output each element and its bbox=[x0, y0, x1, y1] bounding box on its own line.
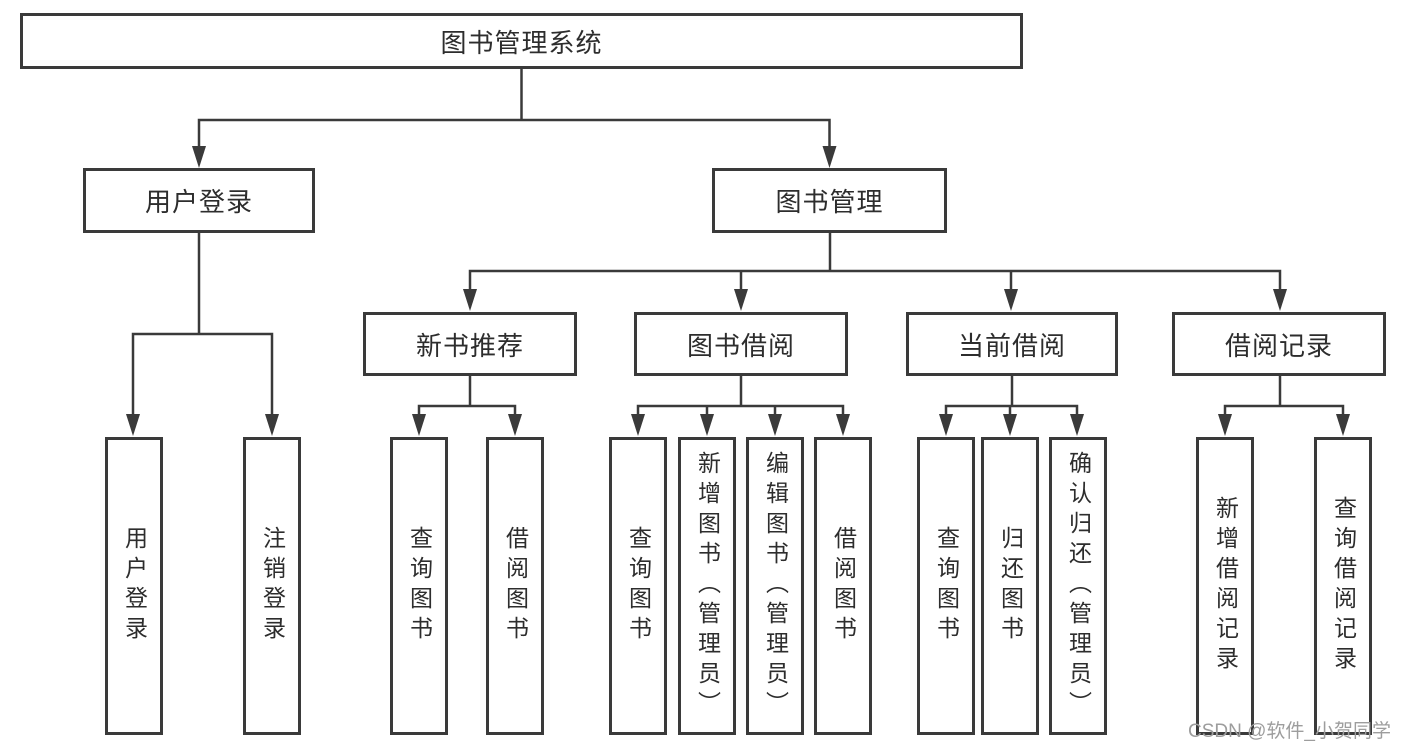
leaf-confirm-return-admin: 确认归还（管理员） bbox=[1049, 437, 1107, 735]
leaf-query-books-borrowing: 查询图书 bbox=[609, 437, 667, 735]
leaf-query-books-recommend: 查询图书 bbox=[390, 437, 448, 735]
leaf-label: 新增图书（管理员） bbox=[694, 451, 721, 721]
leaf-label: 查询借阅记录 bbox=[1330, 496, 1357, 676]
node-book-management: 图书管理 bbox=[712, 168, 947, 233]
node-label: 借阅记录 bbox=[1224, 330, 1333, 361]
node-label: 图书管理系统 bbox=[440, 27, 603, 58]
leaf-label: 查询图书 bbox=[406, 526, 433, 646]
leaf-query-books-current: 查询图书 bbox=[917, 437, 975, 735]
leaf-edit-book-admin: 编辑图书（管理员） bbox=[746, 437, 804, 735]
leaf-borrow-books-recommend: 借阅图书 bbox=[486, 437, 544, 735]
node-label: 用户登录 bbox=[144, 187, 253, 217]
leaf-label: 编辑图书（管理员） bbox=[762, 451, 789, 721]
leaf-borrow-books: 借阅图书 bbox=[814, 437, 872, 735]
leaf-label: 新增借阅记录 bbox=[1212, 496, 1239, 676]
node-library-management-system: 图书管理系统 bbox=[20, 13, 1023, 69]
leaf-query-borrow-record: 查询借阅记录 bbox=[1314, 437, 1372, 735]
node-current-borrowing: 当前借阅 bbox=[906, 312, 1118, 376]
leaf-label: 归还图书 bbox=[997, 526, 1024, 646]
node-label: 图书管理 bbox=[775, 187, 884, 217]
leaf-label: 用户登录 bbox=[121, 526, 148, 646]
leaf-label: 借阅图书 bbox=[502, 526, 529, 646]
node-label: 当前借阅 bbox=[957, 330, 1066, 361]
leaf-label: 查询图书 bbox=[933, 526, 960, 646]
leaf-add-book-admin: 新增图书（管理员） bbox=[678, 437, 736, 735]
leaf-label: 借阅图书 bbox=[830, 526, 857, 646]
leaf-label: 注销登录 bbox=[259, 526, 286, 646]
node-label: 图书借阅 bbox=[686, 330, 795, 361]
leaf-return-books: 归还图书 bbox=[981, 437, 1039, 735]
node-user-login: 用户登录 bbox=[83, 168, 315, 233]
leaf-label: 确认归还（管理员） bbox=[1065, 451, 1092, 721]
leaf-user-login: 用户登录 bbox=[105, 437, 163, 735]
leaf-label: 查询图书 bbox=[625, 526, 652, 646]
watermark: CSDN @软件_小贺同学 bbox=[1188, 721, 1391, 742]
node-book-borrowing: 图书借阅 bbox=[634, 312, 848, 376]
node-new-book-recommend: 新书推荐 bbox=[363, 312, 577, 376]
node-label: 新书推荐 bbox=[415, 330, 524, 361]
leaf-add-borrow-record: 新增借阅记录 bbox=[1196, 437, 1254, 735]
leaf-logout: 注销登录 bbox=[243, 437, 301, 735]
node-borrowing-records: 借阅记录 bbox=[1172, 312, 1386, 376]
